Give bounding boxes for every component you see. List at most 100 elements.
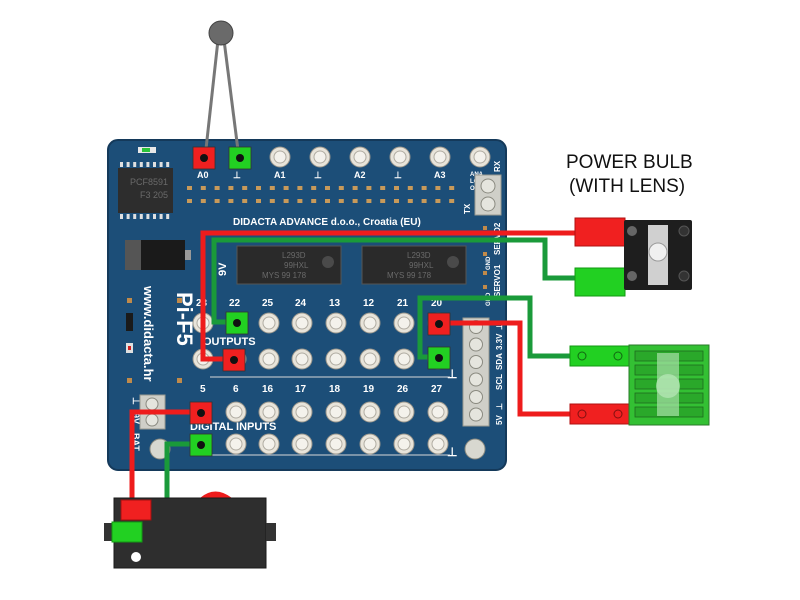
- pi-f5-board: [107, 139, 507, 471]
- plug-output-20[interactable]: [427, 312, 451, 336]
- output-bottom-pin-label: 18: [329, 384, 341, 395]
- driver-chip-2-line2: 99HXL: [409, 261, 434, 270]
- bus-label: SCL: [495, 374, 504, 390]
- tx-label: TX: [463, 203, 472, 214]
- output-bottom-connector[interactable]: [291, 348, 313, 370]
- output-top-pin-label: 13: [329, 298, 341, 309]
- website-label: www.didacta.hr: [141, 285, 156, 382]
- bus-label: 5V: [495, 415, 504, 425]
- wire-red-out6-bulb: [200, 230, 585, 362]
- output-top-connector[interactable]: [258, 312, 280, 334]
- analog-connector-4[interactable]: [349, 146, 371, 168]
- output-bottom-pin-label: 27: [431, 384, 443, 395]
- rocker-switch[interactable]: [104, 491, 276, 569]
- plugs: [189, 146, 451, 457]
- wire-green-out27-solar: [417, 295, 575, 360]
- battery-9v-label: 9V: [131, 413, 141, 424]
- output-top-connector[interactable]: [393, 312, 415, 334]
- input-top-connector[interactable]: [427, 401, 449, 423]
- bus-label: ⊥: [495, 403, 504, 410]
- wire-red-in5-switch: [129, 409, 200, 505]
- analog-label-6: A3: [434, 170, 446, 180]
- output-top-pin-label: 25: [262, 298, 274, 309]
- analog-connector-5[interactable]: [389, 146, 411, 168]
- bus-label: ⊥: [495, 323, 504, 330]
- power-bulb[interactable]: [574, 217, 692, 297]
- input-bottom-connector[interactable]: [427, 433, 449, 455]
- output-top-pin-label: 22: [229, 298, 241, 309]
- input-bottom-connector[interactable]: [359, 433, 381, 455]
- header-pins: [187, 186, 455, 203]
- output-top-pin-label: 12: [363, 298, 375, 309]
- solar-panel[interactable]: [569, 344, 710, 426]
- plug-a0[interactable]: [192, 146, 216, 170]
- battery-bat-label: BAT: [131, 433, 141, 451]
- plug-input-ground[interactable]: [189, 433, 213, 457]
- inputs-ground-symbol: ⊥: [447, 445, 457, 459]
- chip-label-line2: F3 205: [140, 190, 168, 200]
- input-top-connector[interactable]: [325, 401, 347, 423]
- output-bottom-connector[interactable]: [393, 348, 415, 370]
- servo1-label: SERVO1: [493, 264, 502, 297]
- output-bottom-connector[interactable]: [325, 348, 347, 370]
- pcf8591-chip: PCF8591 F3 205: [118, 147, 173, 219]
- analog-label-2: A1: [274, 170, 286, 180]
- analog-connectors: [269, 146, 491, 168]
- input-bottom-connector[interactable]: [258, 433, 280, 455]
- bus-label: 3.3V: [495, 333, 504, 350]
- output-bottom-connector[interactable]: [359, 348, 381, 370]
- input-top-connector[interactable]: [359, 401, 381, 423]
- driver-chip-1-line2: 99HXL: [284, 261, 309, 270]
- plug-input-5[interactable]: [189, 401, 213, 425]
- rx-label: RX: [493, 160, 502, 172]
- input-top-connector[interactable]: [291, 401, 313, 423]
- output-top-connector[interactable]: [325, 312, 347, 334]
- plug-analog-ground[interactable]: [228, 146, 252, 170]
- ground-post: [464, 438, 486, 460]
- wires: [128, 230, 585, 533]
- output-bottom-pin-label: 5: [200, 384, 206, 395]
- input-top-connector[interactable]: [225, 401, 247, 423]
- wire-green-out22-bulb: [211, 237, 585, 325]
- output-top-pin-label: 21: [397, 298, 409, 309]
- power-jack: [125, 240, 191, 270]
- input-bottom-connector[interactable]: [225, 433, 247, 455]
- input-top-connector[interactable]: [393, 401, 415, 423]
- analog-connector-7[interactable]: [469, 146, 491, 168]
- output-top-pin-label: 20: [431, 298, 443, 309]
- driver-chip-2: L293D 99HXL MYS 99 178: [361, 245, 467, 285]
- gnd-label-1: GND: [486, 256, 492, 270]
- power-bulb-label-line1: POWER BULB: [566, 152, 693, 173]
- output-bottom-connector[interactable]: [258, 348, 280, 370]
- input-top-connector[interactable]: [258, 401, 280, 423]
- analog-label-4: A2: [354, 170, 366, 180]
- analog-connector-6[interactable]: [429, 146, 451, 168]
- output-top-connector[interactable]: [291, 312, 313, 334]
- driver-chip-1-line3: MYS 99 178: [262, 271, 307, 280]
- analog-label-1: ⊥: [233, 170, 241, 180]
- input-bottom-connector[interactable]: [325, 433, 347, 455]
- thermistor: [203, 20, 241, 159]
- driver-chip-2-line3: MYS 99 178: [387, 271, 432, 280]
- plug-output-6[interactable]: [222, 348, 246, 372]
- analog-connector-3[interactable]: [309, 146, 331, 168]
- power-bulb-label-line2: (WITH LENS): [569, 176, 685, 197]
- driver-chip-2-line1: L293D: [407, 251, 431, 260]
- io-connector-grid: [192, 312, 449, 455]
- power-jack-9v-label: 9V: [217, 262, 229, 276]
- driver-chip-1-line1: L293D: [282, 251, 306, 260]
- plug-output-22[interactable]: [225, 311, 249, 335]
- analog-label-3: ⊥: [314, 170, 322, 180]
- plug-output-27[interactable]: [427, 346, 451, 370]
- input-bottom-connector[interactable]: [291, 433, 313, 455]
- outputs-ground-symbol: ⊥: [447, 367, 457, 381]
- input-bottom-connector[interactable]: [393, 433, 415, 455]
- analog-connector-2[interactable]: [269, 146, 291, 168]
- chip-label-line1: PCF8591: [130, 177, 168, 187]
- driver-chip-1: L293D 99HXL MYS 99 178: [236, 245, 342, 285]
- outputs-title: OUTPUTS: [203, 336, 256, 348]
- manufacturer-label: DIDACTA ADVANCE d.o.o., Croatia (EU): [233, 217, 421, 228]
- output-top-connector[interactable]: [359, 312, 381, 334]
- output-bottom-pin-label: 19: [363, 384, 375, 395]
